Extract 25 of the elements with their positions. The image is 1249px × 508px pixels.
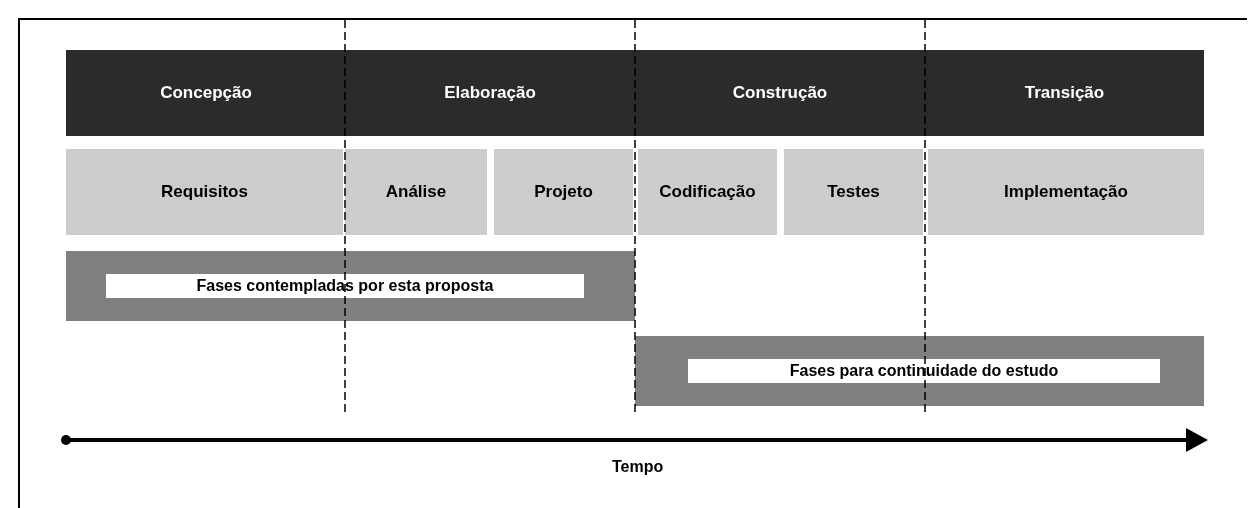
phase-label: Elaboração [444, 83, 536, 103]
phase-header [345, 50, 635, 136]
phase-label: Análise [385, 182, 447, 202]
discipline-box [638, 149, 777, 235]
phase-header [66, 50, 346, 136]
discipline-box [66, 149, 343, 235]
phase-label: Implementação [1004, 182, 1128, 202]
phase-header [925, 50, 1204, 136]
discipline-box [928, 149, 1204, 235]
phase-label: Testes [827, 182, 880, 202]
phase-label: Concepção [160, 83, 252, 103]
phase-label: Projeto [534, 182, 593, 202]
phase-label: Requisitos [161, 182, 248, 202]
band-label: Fases para continuidade do estudo [688, 359, 1160, 383]
axis-label: Tempo [612, 458, 664, 476]
phase-header [635, 50, 925, 136]
scope-band [635, 336, 1204, 406]
discipline-box [345, 149, 487, 235]
discipline-box [494, 149, 633, 235]
phase-label: Construção [732, 83, 828, 103]
phase-label: Transição [1024, 83, 1105, 103]
band-label: Fases contempladas por esta proposta [106, 274, 584, 298]
scope-band [66, 251, 635, 321]
phase-label: Codificação [659, 182, 756, 202]
discipline-box [784, 149, 923, 235]
